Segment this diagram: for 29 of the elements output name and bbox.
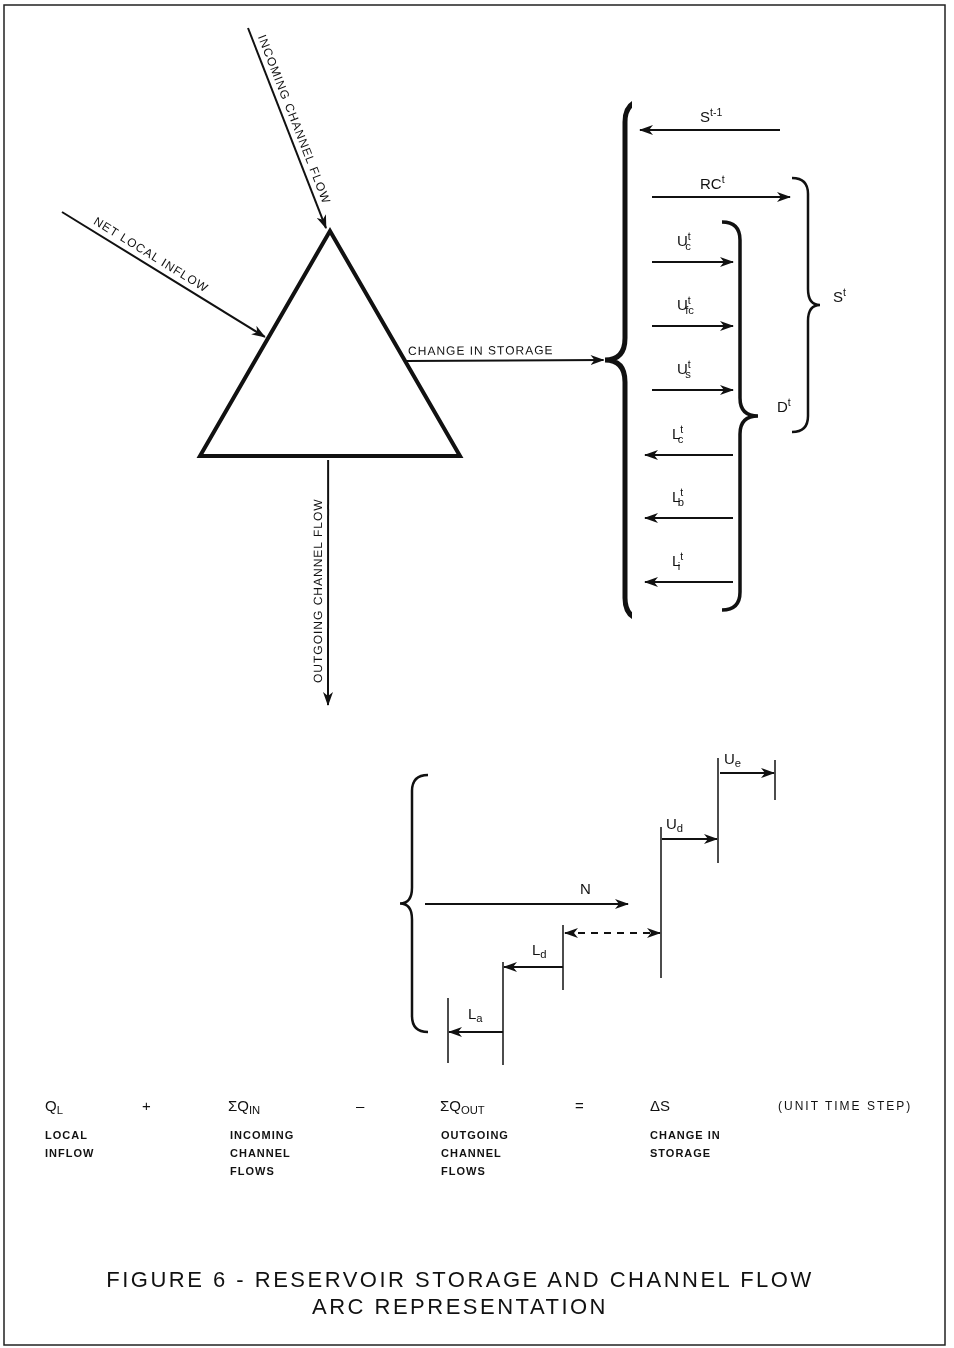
arrow bbox=[404, 355, 605, 366]
symbol-label: = bbox=[575, 1097, 584, 1115]
symbol-label: – bbox=[356, 1097, 365, 1115]
edge-label: CHANGE IN STORAGE bbox=[407, 344, 554, 358]
symbol-label: + bbox=[142, 1097, 151, 1115]
arrow bbox=[247, 27, 327, 230]
curly-brace bbox=[602, 98, 632, 622]
arrow bbox=[61, 211, 266, 338]
figure-caption: FIGURE 6 - RESERVOIR STORAGE AND CHANNEL FLOW ARC REPRESENTATION bbox=[105, 1266, 815, 1320]
term-label: OUTGOING CHANNEL FLOWS bbox=[441, 1128, 510, 1179]
symbol-label: ΣQ$_{IN}$ bbox=[228, 1097, 261, 1118]
symbol-label: L$_{a}$ bbox=[468, 1005, 483, 1026]
symbol-label: N bbox=[580, 880, 591, 898]
term-label: CHANGE IN STORAGE bbox=[650, 1128, 722, 1161]
edge-label: OUTGOING CHANNEL FLOW bbox=[312, 498, 326, 683]
note-text: (UNIT TIME STEP) bbox=[778, 1099, 913, 1114]
term-label: LOCAL INFLOW bbox=[45, 1128, 96, 1161]
symbol-label: ΔS bbox=[650, 1097, 671, 1115]
symbol-label: ΣQ$_{OUT}$ bbox=[440, 1097, 485, 1118]
symbol-label: U$_{d}$ bbox=[666, 815, 684, 836]
symbol-label: S$^{t}$ bbox=[833, 286, 846, 307]
term-label: INCOMING CHANNEL FLOWS bbox=[230, 1128, 296, 1179]
symbol-label: RC$^{t}$ bbox=[700, 173, 725, 194]
arrow bbox=[323, 459, 333, 706]
symbol-label: Q$_{L}$ bbox=[45, 1097, 63, 1118]
symbol-label: U$_{e}$ bbox=[724, 750, 742, 771]
symbol-label: D$^{t}$ bbox=[777, 396, 791, 417]
symbol-label: S$^{t-1}$ bbox=[700, 106, 723, 127]
symbol-label: L$_{d}$ bbox=[532, 941, 547, 962]
